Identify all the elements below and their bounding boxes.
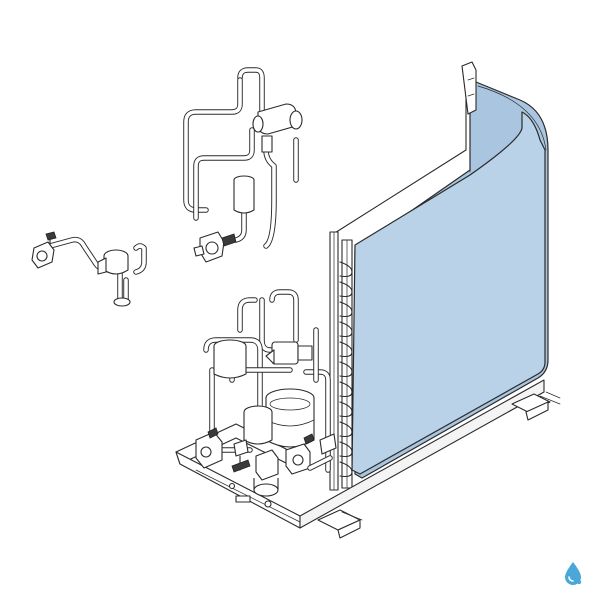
left-valve-assembly xyxy=(31,231,147,307)
coil-inlet-piping xyxy=(307,327,337,471)
compressor-assembly xyxy=(195,289,331,497)
upper-valve-assembly xyxy=(183,67,303,263)
coil-hairpins xyxy=(339,261,353,478)
base-tray xyxy=(175,379,561,539)
water-drop-logo-icon xyxy=(565,562,582,585)
condenser-coil xyxy=(329,61,549,491)
